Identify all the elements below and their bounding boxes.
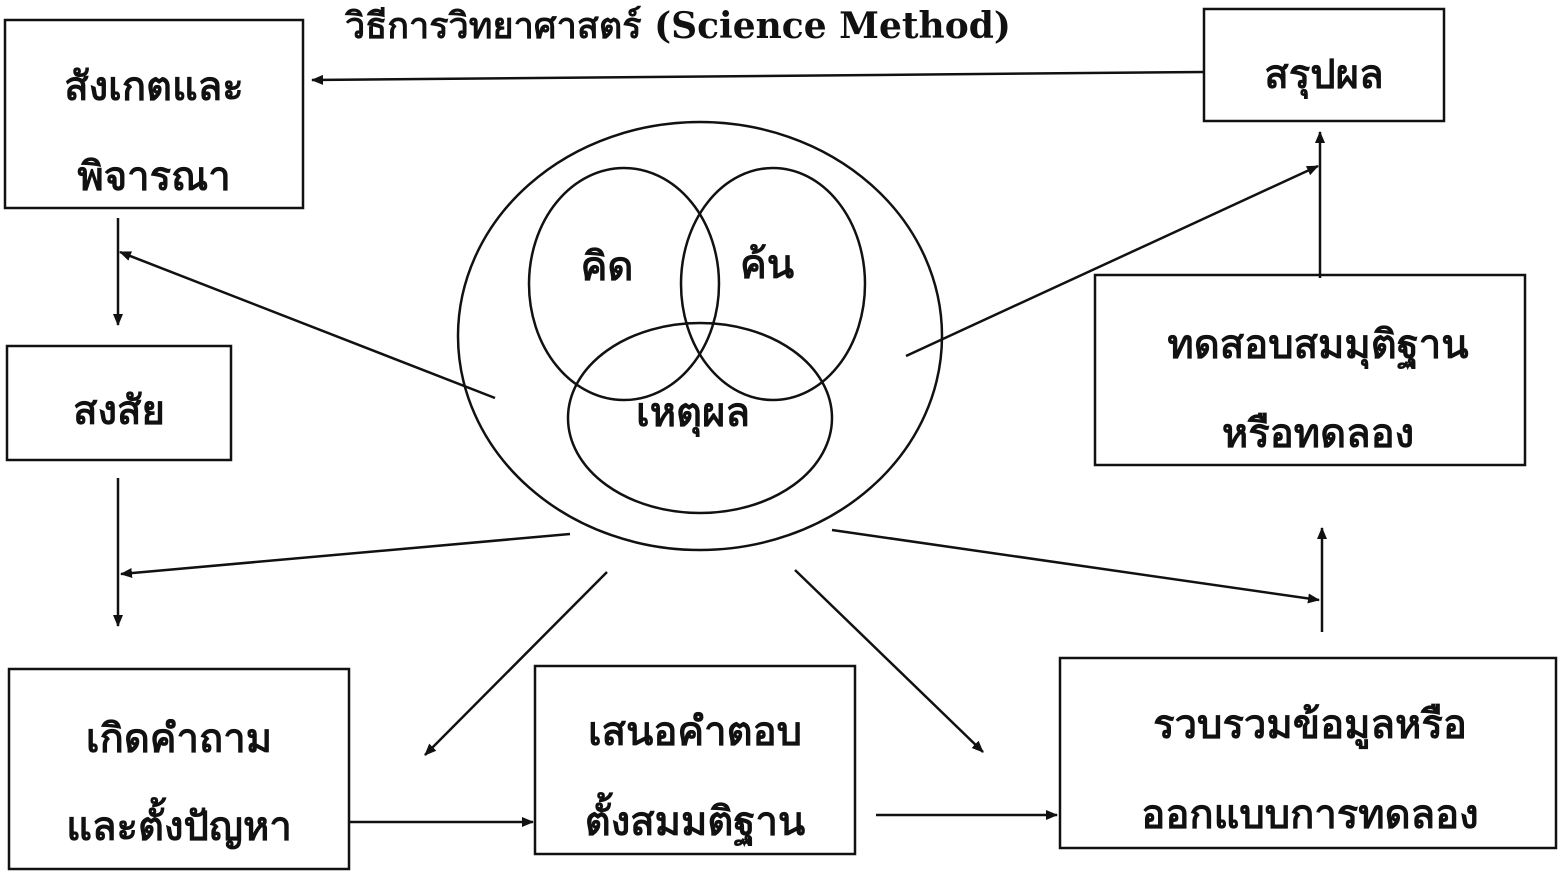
node-collect-line-1: รวบรวมข้อมูลหรือ xyxy=(1153,701,1467,749)
node-observe: สังเกตและ พิจารณา xyxy=(3,18,305,210)
center-group: คิด ค้น เหตุผล xyxy=(456,120,944,552)
node-collect-line-2: ออกแบบการทดลอง xyxy=(1141,791,1478,838)
search-circle xyxy=(679,166,867,402)
node-hypothesis: เสนอคำตอบ ตั้งสมมติฐาน xyxy=(533,664,857,856)
node-test: ทดสอบสมมุติฐาน หรือทดลอง xyxy=(1093,273,1527,467)
node-test-line-1: ทดสอบสมมุติฐาน xyxy=(1167,321,1468,371)
node-hypothesis-line-2: ตั้งสมมติฐาน xyxy=(585,792,806,848)
center-label-think: คิด xyxy=(581,243,634,290)
arrow-center-to-right-junction xyxy=(831,528,1320,604)
reason-ellipse xyxy=(566,321,834,515)
node-observe-line-2: พิจารณา xyxy=(77,153,230,200)
think-circle xyxy=(527,166,721,402)
center-label-search: ค้น xyxy=(740,241,794,288)
node-test-line-2: หรือทดลอง xyxy=(1222,410,1414,457)
node-question-line-1: เกิดคำถาม xyxy=(86,715,272,762)
node-question: เกิดคำถาม และตั้งปัญหา xyxy=(7,667,351,871)
node-observe-line-1: สังเกตและ xyxy=(64,63,244,110)
node-doubt-line-1: สงสัย xyxy=(73,387,165,434)
arrow-center-to-conclude xyxy=(905,164,1319,358)
arrow-center-to-question xyxy=(424,571,608,756)
node-question-line-2: และตั้งปัญหา xyxy=(66,797,292,850)
diagram-title: วิธีการวิทยาศาสตร์ (Science Method) xyxy=(344,5,1011,47)
arrow-conclude-to-observe xyxy=(311,70,1205,85)
node-doubt: สงสัย xyxy=(5,344,233,462)
arrow-center-to-doubt xyxy=(120,532,571,579)
arrow-center-to-observe xyxy=(119,250,496,400)
node-hypothesis-line-1: เสนอคำตอบ xyxy=(588,708,802,755)
outer-circle xyxy=(456,120,944,552)
arrows xyxy=(113,70,1327,827)
arrow-center-to-collect xyxy=(794,569,984,753)
node-conclude-line-1: สรุปผล xyxy=(1264,51,1383,100)
node-conclude: สรุปผล xyxy=(1202,7,1446,123)
center-label-reason: เหตุผล xyxy=(636,389,750,438)
node-collect: รวบรวมข้อมูลหรือ ออกแบบการทดลอง xyxy=(1058,656,1558,850)
